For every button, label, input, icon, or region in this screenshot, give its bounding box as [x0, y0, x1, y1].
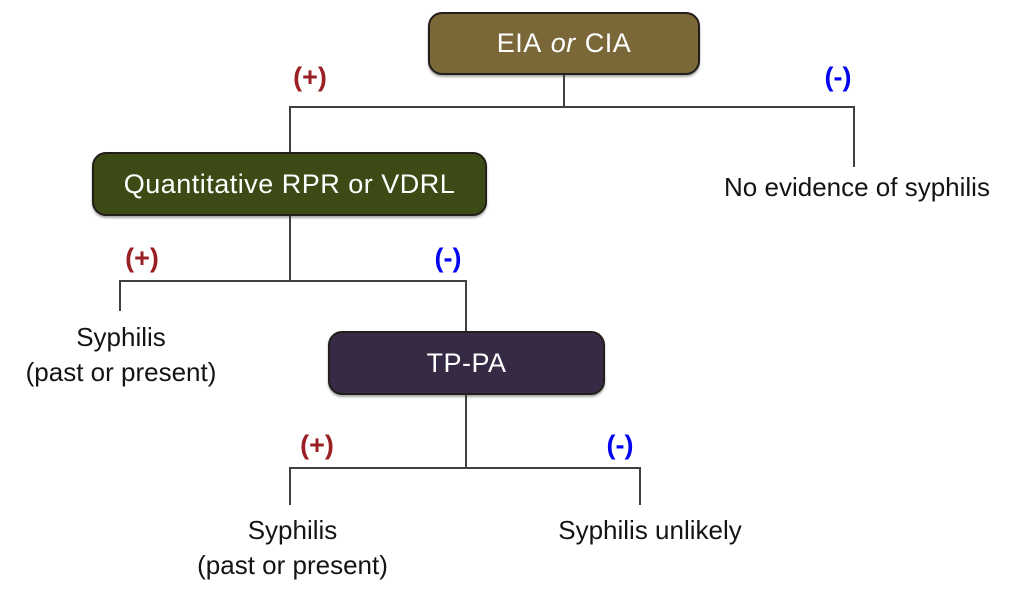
positive-label-rpr: (+) [125, 243, 159, 273]
connector-eia-stem [563, 75, 565, 108]
outcome-syphilis-line2: (past or present) [25, 357, 217, 387]
outcome-no-evidence: No evidence of syphilis [724, 172, 990, 202]
outcome-syphilis-unlikely: Syphilis unlikely [558, 515, 742, 545]
outcome-syphilis-line1: Syphilis [247, 515, 338, 545]
connector-rpr-negative-drop [465, 280, 467, 331]
connector-tppa-negative-drop [639, 467, 641, 505]
connector-rpr-crossbar [119, 280, 467, 282]
tppa-node: TP-PA [328, 331, 605, 395]
rpr-vdrl-label: Quantitative RPR or VDRL [123, 168, 456, 199]
positive-label-eia: (+) [293, 62, 327, 92]
outcome-syphilis-past-present-tppa: Syphilis (past or present) [170, 513, 415, 583]
connector-rpr-positive-drop [119, 280, 121, 311]
negative-label-eia: (-) [824, 62, 852, 92]
eia-label-post: CIA [584, 28, 632, 58]
eia-or-cia-node: EIA or CIA [428, 12, 700, 75]
outcome-syphilis-line2: (past or present) [197, 550, 388, 580]
tppa-label: TP-PA [426, 347, 507, 378]
connector-tppa-crossbar [289, 467, 641, 469]
connector-eia-crossbar [289, 106, 855, 108]
connector-eia-positive-drop [289, 106, 291, 154]
negative-label-rpr: (-) [434, 243, 462, 273]
connector-tppa-positive-drop [289, 467, 291, 505]
outcome-syphilis-line1: Syphilis [76, 322, 166, 352]
connector-eia-negative-drop [853, 106, 855, 167]
connector-rpr-stem [289, 216, 291, 282]
outcome-syphilis-past-present-rpr: Syphilis (past or present) [1, 320, 241, 390]
eia-label-conjunction: or [550, 28, 576, 58]
connector-tppa-stem [465, 395, 467, 469]
positive-label-tppa: (+) [300, 430, 334, 460]
eia-label-pre: EIA [496, 28, 542, 58]
negative-label-tppa: (-) [606, 430, 634, 460]
quantitative-rpr-vdrl-node: Quantitative RPR or VDRL [92, 152, 487, 216]
